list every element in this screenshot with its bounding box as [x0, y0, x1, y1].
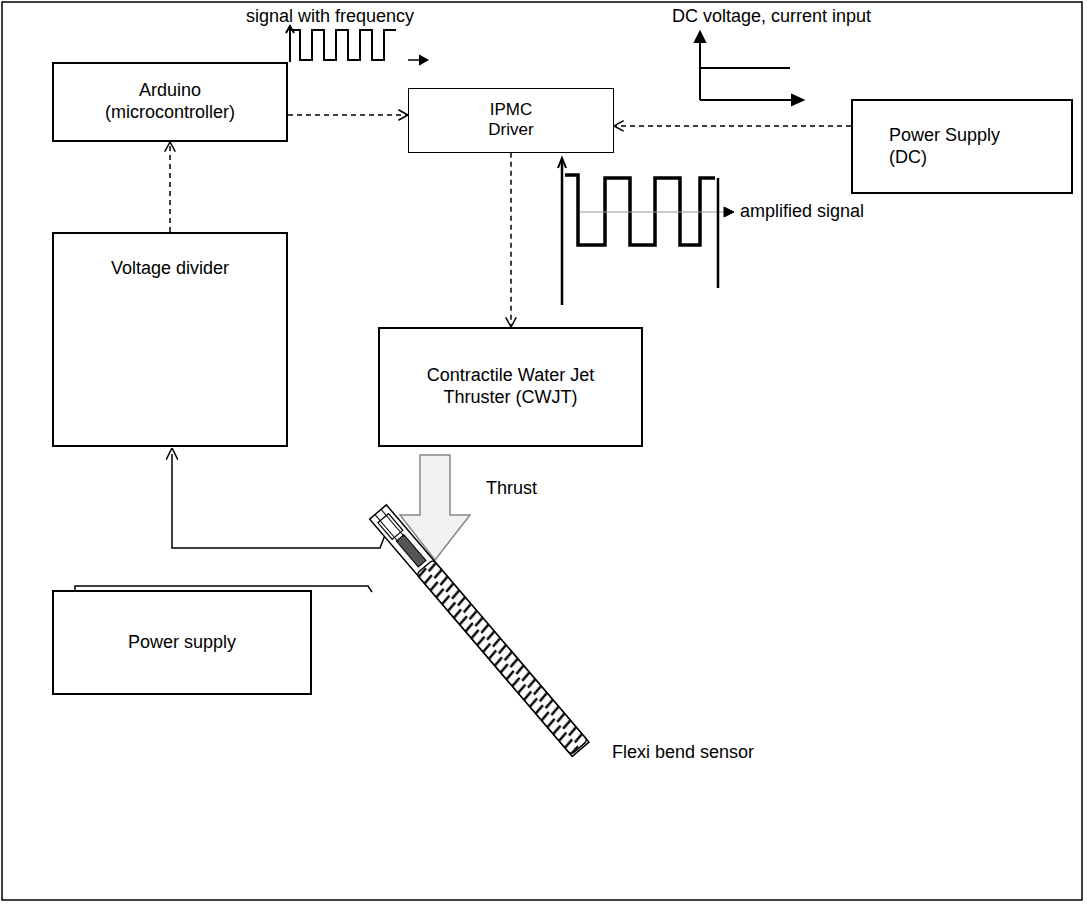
connector-line: [510, 153, 512, 327]
amplified-wave: [558, 158, 734, 305]
square-wave: [286, 26, 427, 64]
dashed-connector: [165, 142, 176, 232]
signal-label: signal with frequency: [246, 6, 414, 27]
flexi-bend-sensor: [370, 505, 589, 757]
node-label: Contractile Water Jet Thruster (CWJT): [411, 365, 611, 408]
connector-line: [288, 114, 408, 116]
arrow-head: [398, 110, 408, 121]
node-label: Power supply: [128, 632, 236, 654]
thrust-label: Thrust: [486, 478, 537, 499]
sensor-wires: [75, 454, 387, 592]
signal-label: amplified signal: [740, 201, 864, 222]
signal-label: DC voltage, current input: [672, 6, 871, 27]
dashed-connector: [614, 121, 851, 132]
connector-line: [169, 142, 171, 232]
node-label: Arduino (microcontroller): [85, 80, 255, 123]
connector-line: [614, 125, 851, 127]
node-label: Voltage divider: [111, 258, 229, 280]
thruster-box: Contractile Water Jet Thruster (CWJT): [378, 327, 643, 447]
arrow-head: [506, 317, 517, 327]
dashed-connector: [288, 110, 408, 121]
power-supply-box: Power supply: [52, 590, 312, 695]
voltage-divider-box: Voltage divider: [52, 232, 288, 447]
arrow-head: [614, 121, 624, 132]
power-supply-box: Power Supply (DC): [851, 99, 1073, 194]
dashed-connector: [506, 153, 517, 327]
node-label: Power Supply (DC): [889, 125, 1019, 168]
node-label: IPMC Driver: [476, 100, 546, 141]
sensor-label: Flexi bend sensor: [612, 742, 754, 763]
dc-step-graph: [695, 32, 803, 105]
driver-box: IPMC Driver: [408, 88, 614, 153]
arrow-head: [165, 142, 176, 152]
microcontroller-box: Arduino (microcontroller): [52, 62, 288, 142]
